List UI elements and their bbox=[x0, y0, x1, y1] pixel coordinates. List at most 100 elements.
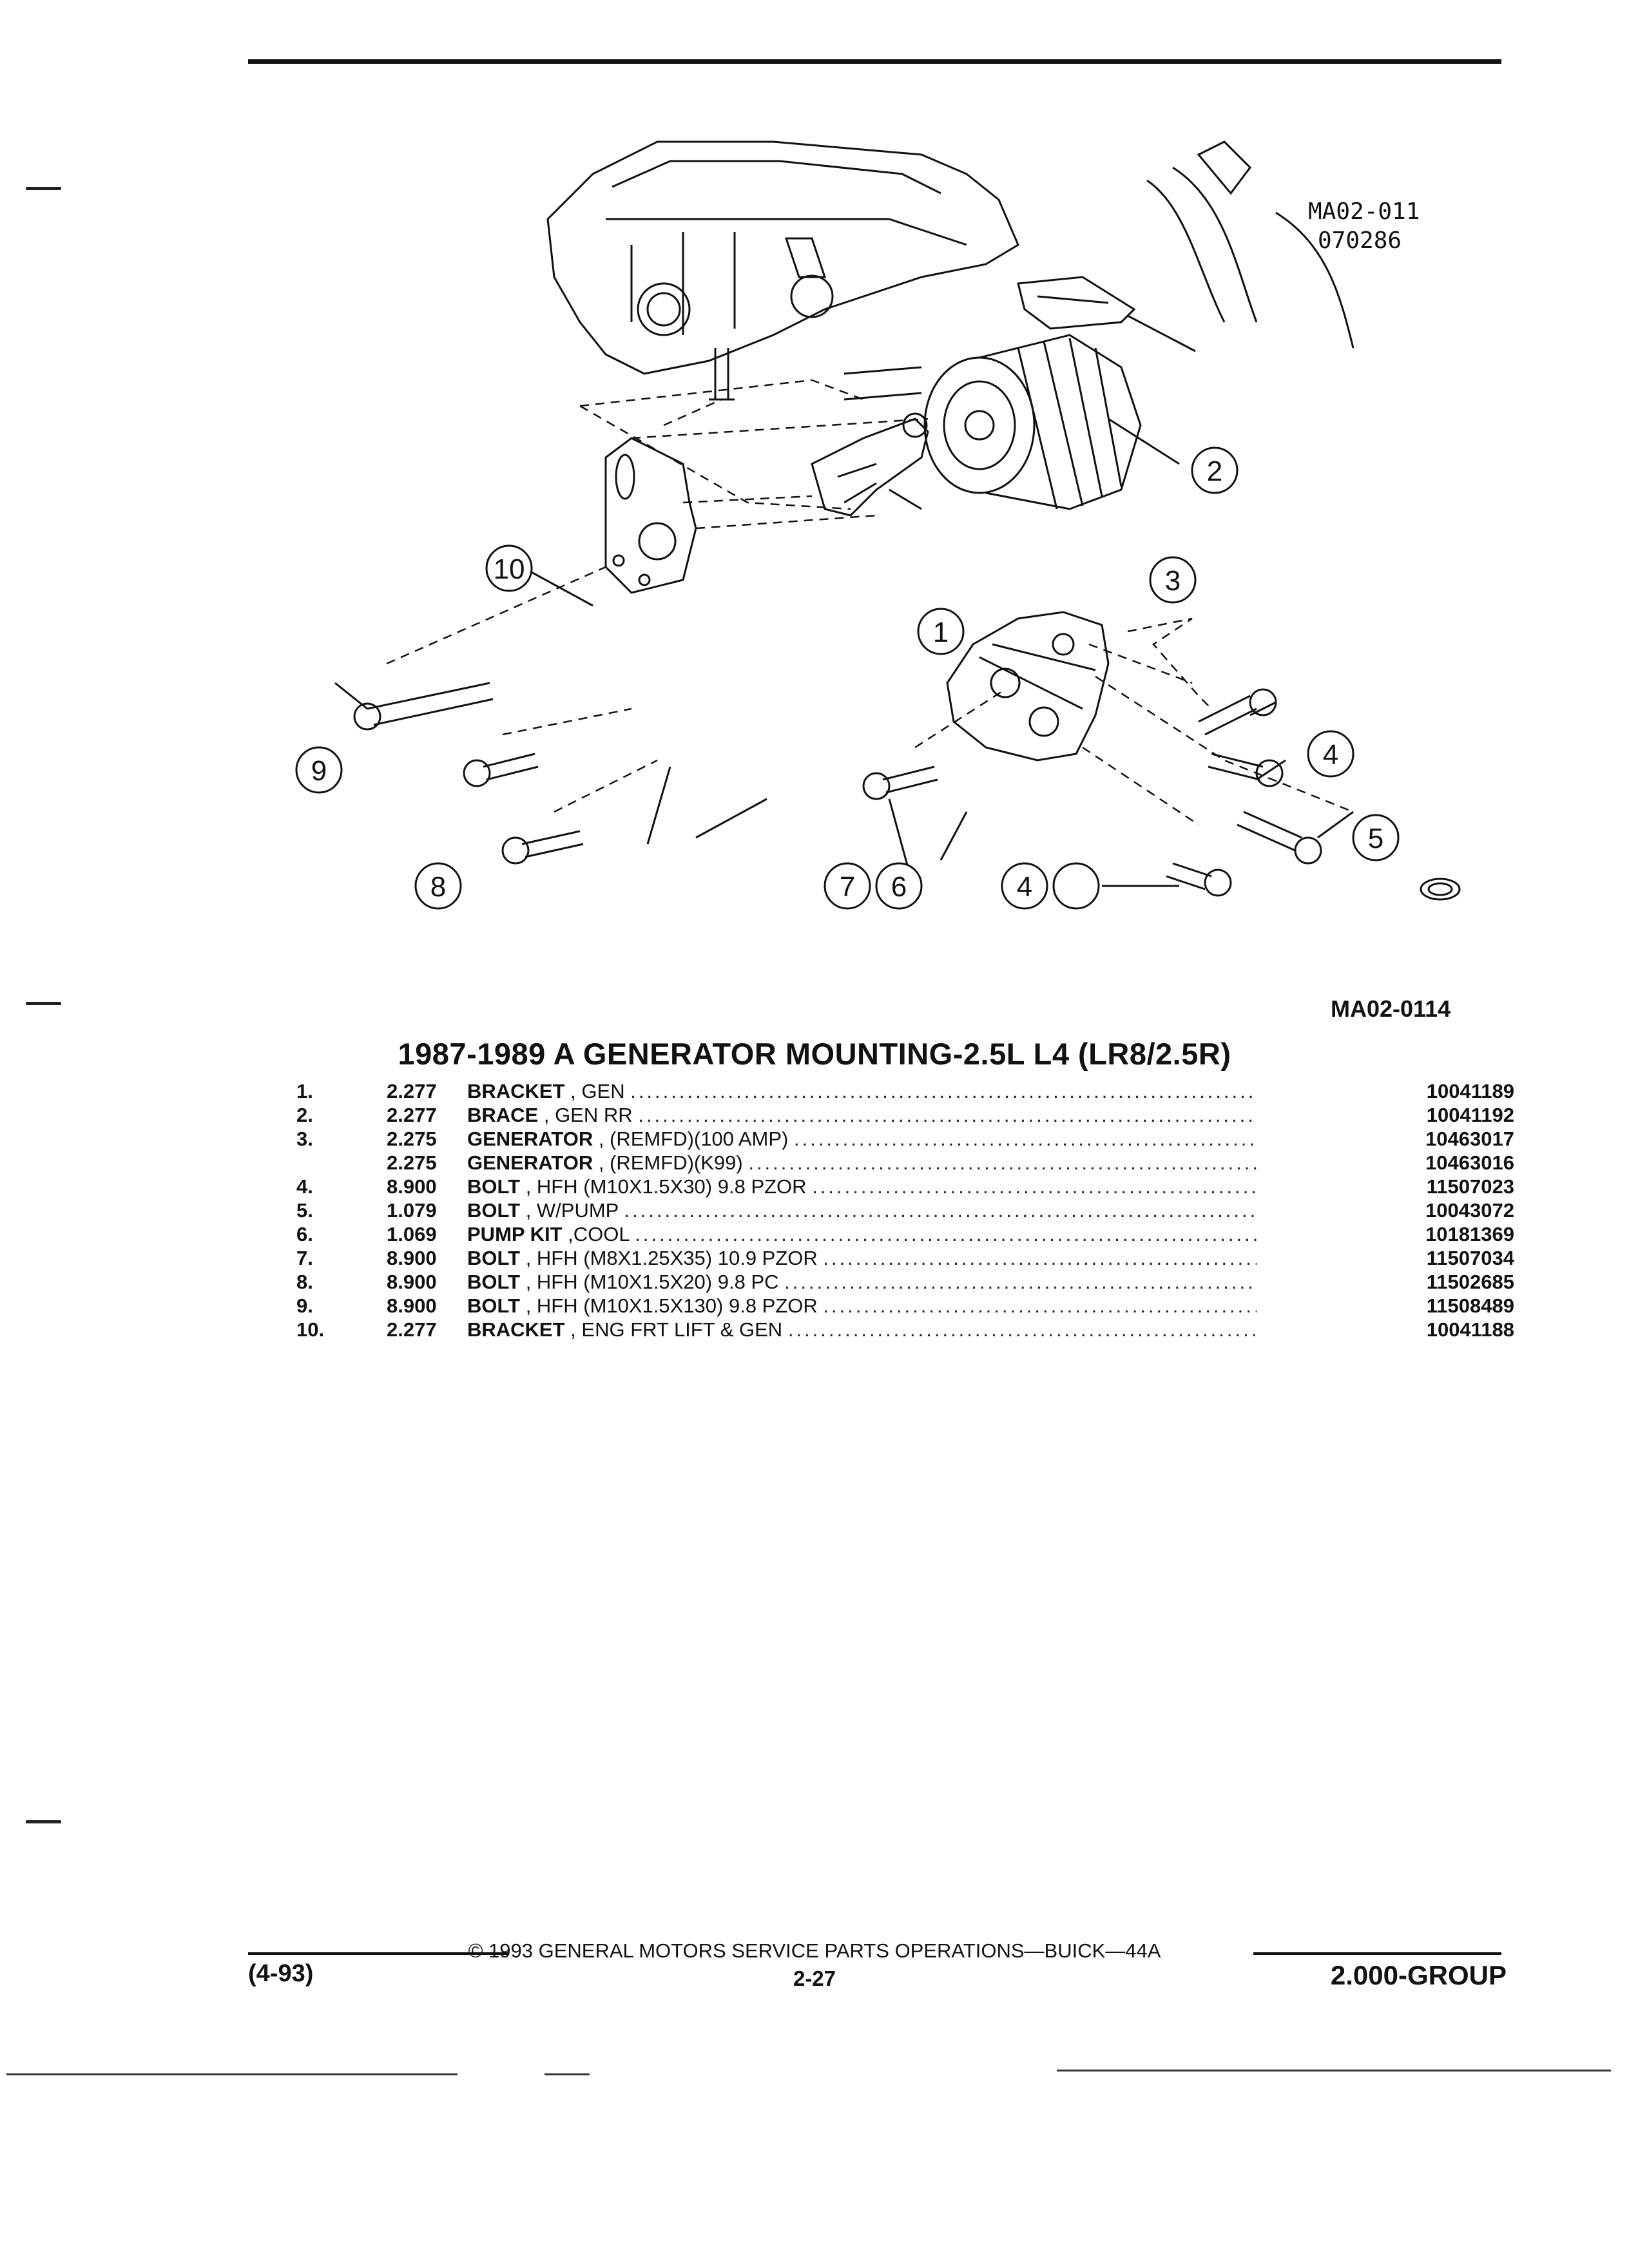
part-number: 10041188 bbox=[1426, 1318, 1514, 1341]
callout-4b: 4 bbox=[1017, 871, 1032, 903]
part-name: BOLT bbox=[467, 1199, 521, 1222]
parts-row: 8. 8.900 BOLT , HFH (M10X1.5X20) 9.8 PC … bbox=[296, 1270, 1514, 1294]
part-number: 10463017 bbox=[1425, 1128, 1514, 1150]
item-number: 2. bbox=[296, 1104, 313, 1126]
group-number: 8.900 bbox=[387, 1271, 437, 1293]
group-number: 2.275 bbox=[387, 1151, 437, 1174]
parts-row: 6. 1.069 PUMP KIT ,COOL ................… bbox=[296, 1222, 1514, 1246]
parts-list: 1. 2.277 BRACKET , GEN .................… bbox=[296, 1079, 1514, 1341]
group-number: 1.079 bbox=[387, 1199, 437, 1222]
group-number: 8.900 bbox=[387, 1175, 437, 1198]
bottom-scan-line bbox=[1057, 2070, 1611, 2071]
part-detail: , HFH (M10X1.5X20) 9.8 PC bbox=[520, 1271, 779, 1293]
footer-rule-right bbox=[1253, 1952, 1501, 1955]
parts-row: 5. 1.079 BOLT , W/PUMP .................… bbox=[296, 1198, 1514, 1222]
part-description: BOLT , HFH (M10X1.5X130) 9.8 PZOR ......… bbox=[467, 1294, 1257, 1317]
parts-row: 2. 2.277 BRACE , GEN RR ................… bbox=[296, 1103, 1514, 1127]
part-number: 10041189 bbox=[1426, 1080, 1514, 1102]
margin-mark bbox=[26, 1820, 61, 1823]
group-number: 2.275 bbox=[387, 1128, 437, 1150]
part-description: GENERATOR , (REMFD)(100 AMP) ...........… bbox=[467, 1128, 1257, 1150]
part-name: BOLT bbox=[467, 1294, 521, 1317]
footer-group: 2.000-GROUP bbox=[1330, 1960, 1507, 1990]
group-number: 1.069 bbox=[387, 1223, 437, 1245]
callout-5: 5 bbox=[1368, 823, 1383, 854]
callout-9: 9 bbox=[311, 755, 327, 787]
part-name: GENERATOR bbox=[467, 1151, 593, 1174]
diagram-ref-code-2: 070286 bbox=[1318, 227, 1402, 254]
parts-row: 7. 8.900 BOLT , HFH (M8X1.25X35) 10.9 PZ… bbox=[296, 1246, 1514, 1270]
bottom-scan-line bbox=[545, 2073, 590, 2075]
parts-row: 10. 2.277 BRACKET , ENG FRT LIFT & GEN .… bbox=[296, 1318, 1514, 1341]
parts-row: 3. 2.275 GENERATOR , (REMFD)(100 AMP) ..… bbox=[296, 1127, 1514, 1151]
top-rule bbox=[248, 59, 1501, 64]
part-detail: , (REMFD)(100 AMP) bbox=[593, 1128, 789, 1150]
part-description: BOLT , HFH (M10X1.5X20) 9.8 PC .........… bbox=[467, 1271, 1257, 1293]
item-number: 7. bbox=[296, 1247, 313, 1269]
item-number: 3. bbox=[296, 1128, 313, 1150]
part-detail: , (REMFD)(K99) bbox=[593, 1151, 743, 1174]
part-name: PUMP KIT bbox=[467, 1223, 563, 1245]
part-number: 10463016 bbox=[1425, 1151, 1514, 1174]
part-number: 11502685 bbox=[1426, 1271, 1514, 1293]
item-number: 4. bbox=[296, 1175, 313, 1198]
item-number: 10. bbox=[296, 1318, 325, 1341]
part-name: BOLT bbox=[467, 1175, 521, 1198]
group-number: 2.277 bbox=[387, 1104, 437, 1126]
part-detail: , GEN bbox=[564, 1080, 625, 1102]
group-number: 8.900 bbox=[387, 1247, 437, 1269]
part-number: 11507034 bbox=[1426, 1247, 1514, 1269]
part-detail: , GEN RR bbox=[538, 1104, 633, 1126]
item-number: 5. bbox=[296, 1199, 313, 1222]
item-number: 8. bbox=[296, 1271, 313, 1293]
part-number: 10043072 bbox=[1425, 1199, 1514, 1222]
part-name: BRACKET bbox=[467, 1080, 565, 1102]
part-detail: , W/PUMP bbox=[520, 1199, 619, 1222]
part-detail: , HFH (M8X1.25X35) 10.9 PZOR bbox=[520, 1247, 818, 1269]
part-detail: , HFH (M10X1.5X30) 9.8 PZOR bbox=[520, 1175, 807, 1198]
part-detail: , HFH (M10X1.5X130) 9.8 PZOR bbox=[520, 1294, 818, 1317]
part-description: BRACKET , ENG FRT LIFT & GEN ...........… bbox=[467, 1318, 1257, 1341]
part-description: BRACKET , GEN ..........................… bbox=[467, 1080, 1257, 1102]
part-detail: ,COOL bbox=[562, 1223, 630, 1245]
callout-4: 4 bbox=[1323, 739, 1338, 771]
callout-10: 10 bbox=[494, 553, 525, 585]
part-description: BOLT , W/PUMP ..........................… bbox=[467, 1199, 1257, 1222]
callout-3: 3 bbox=[1165, 565, 1181, 597]
part-description: BOLT , HFH (M8X1.25X35) 10.9 PZOR ......… bbox=[467, 1247, 1257, 1269]
part-number: 11508489 bbox=[1426, 1294, 1514, 1317]
part-number: 11507023 bbox=[1426, 1175, 1514, 1198]
bottom-scan-line bbox=[6, 2073, 458, 2075]
callout-6: 6 bbox=[891, 871, 907, 903]
callout-7: 7 bbox=[840, 871, 855, 903]
part-name: BRACKET bbox=[467, 1318, 565, 1341]
part-description: BRACE , GEN RR .........................… bbox=[467, 1104, 1257, 1126]
part-description: BOLT , HFH (M10X1.5X30) 9.8 PZOR .......… bbox=[467, 1175, 1257, 1198]
footer-rule-left bbox=[248, 1952, 509, 1955]
parts-row: 2.275 GENERATOR , (REMFD)(K99) .........… bbox=[296, 1151, 1514, 1175]
diagram-ref-code-1: MA02-011 bbox=[1308, 198, 1420, 225]
gm-logo-icon bbox=[1420, 878, 1461, 901]
part-description: GENERATOR , (REMFD)(K99) ...............… bbox=[467, 1151, 1257, 1174]
group-number: 8.900 bbox=[387, 1294, 437, 1317]
part-name: BOLT bbox=[467, 1271, 521, 1293]
drawing-code: MA02-0114 bbox=[1331, 995, 1451, 1022]
margin-mark bbox=[26, 187, 61, 190]
footer-page-number: 2-27 bbox=[793, 1966, 836, 1990]
section-title: 1987-1989 A GENERATOR MOUNTING-2.5L L4 (… bbox=[398, 1037, 1231, 1071]
item-number: 1. bbox=[296, 1080, 313, 1102]
item-number: 9. bbox=[296, 1294, 313, 1317]
footer-copyright: © 1993 GENERAL MOTORS SERVICE PARTS OPER… bbox=[468, 1939, 1161, 1962]
part-detail: , ENG FRT LIFT & GEN bbox=[564, 1318, 783, 1341]
parts-row: 9. 8.900 BOLT , HFH (M10X1.5X130) 9.8 PZ… bbox=[296, 1294, 1514, 1318]
parts-row: 1. 2.277 BRACKET , GEN .................… bbox=[296, 1079, 1514, 1103]
footer-date: (4-93) bbox=[248, 1960, 314, 1987]
group-number: 2.277 bbox=[387, 1318, 437, 1341]
margin-mark bbox=[26, 1002, 61, 1005]
part-number: 10181369 bbox=[1425, 1223, 1514, 1245]
callout-1: 1 bbox=[933, 617, 949, 648]
item-number: 6. bbox=[296, 1223, 313, 1245]
part-name: BOLT bbox=[467, 1247, 521, 1269]
callout-8: 8 bbox=[430, 871, 446, 903]
part-description: PUMP KIT ,COOL .........................… bbox=[467, 1223, 1257, 1245]
